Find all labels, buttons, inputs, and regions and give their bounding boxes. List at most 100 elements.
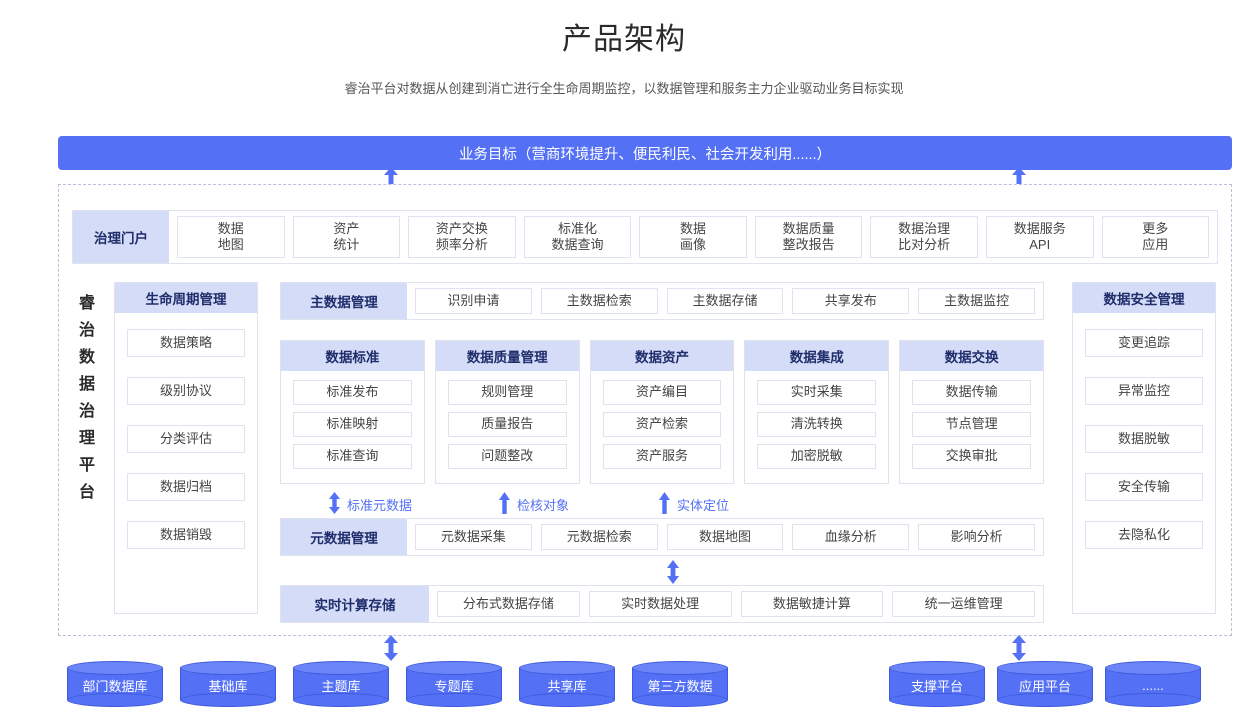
vertical-char: 治: [78, 322, 95, 339]
up-arrow-icon: [498, 492, 511, 517]
capability-group-data-asset: 数据资产 资产编目 资产检索 资产服务: [589, 340, 735, 484]
master-data-items: 识别申请 主数据检索 主数据存储 共享发布 主数据监控: [407, 283, 1043, 319]
metadata-item[interactable]: 元数据采集: [415, 524, 532, 550]
metadata-item[interactable]: 血缘分析: [792, 524, 910, 550]
realtime-item[interactable]: 实时数据处理: [588, 591, 732, 617]
master-data-item[interactable]: 主数据监控: [918, 288, 1035, 314]
governance-portal-items: 数据 地图 资产 统计 资产交换 频率分析 标准化 数据查询 数据 画像 数据质…: [169, 211, 1217, 263]
cylinder-top: [293, 661, 389, 675]
realtime-compute-label: 实时计算存储: [281, 586, 429, 622]
master-data-item[interactable]: 识别申请: [415, 288, 532, 314]
data-security-items: 变更追踪 异常监控 数据脱敏 安全传输 去隐私化: [1073, 313, 1215, 549]
security-item[interactable]: 去隐私化: [1085, 521, 1203, 549]
portal-item-line1: 数据服务: [1013, 220, 1066, 236]
security-item[interactable]: 安全传输: [1085, 473, 1203, 501]
metadata-panel: 元数据管理 元数据采集 元数据检索 数据地图 血缘分析 影响分析: [280, 518, 1044, 556]
group-item[interactable]: 质量报告: [447, 412, 567, 437]
arrow-metadata-to-realtime: [665, 560, 681, 584]
cylinder-label: ......: [1142, 677, 1164, 693]
portal-item[interactable]: 更多 应用: [1101, 216, 1210, 258]
portal-item[interactable]: 标准化 数据查询: [523, 216, 632, 258]
flow-label-audit-object: 检核对象: [498, 492, 569, 517]
vertical-char: 治: [78, 403, 95, 420]
portal-item-line2: 统计: [333, 237, 360, 252]
cylinder-top: [889, 661, 985, 675]
portal-item-line1: 数据: [680, 220, 707, 236]
group-item[interactable]: 实时采集: [757, 380, 877, 405]
realtime-item[interactable]: 统一运维管理: [892, 591, 1035, 617]
page-title: 产品架构: [562, 23, 686, 56]
metadata-item[interactable]: 数据地图: [666, 524, 784, 550]
metadata-item[interactable]: 元数据检索: [540, 524, 658, 550]
portal-item[interactable]: 资产交换 频率分析: [408, 216, 516, 258]
master-data-item[interactable]: 主数据存储: [666, 288, 784, 314]
data-source-cylinder[interactable]: 基础库: [180, 661, 276, 707]
portal-item-line1: 数据: [217, 220, 244, 236]
portal-item[interactable]: 数据 地图: [177, 216, 285, 258]
flow-label-entity-location: 实体定位: [658, 492, 729, 517]
vertical-char: 据: [78, 376, 95, 393]
double-arrow-icon: [328, 492, 341, 517]
lifecycle-item[interactable]: 数据销毁: [127, 521, 245, 549]
group-items: 资产编目 资产检索 资产服务: [591, 371, 734, 469]
master-data-item[interactable]: 主数据检索: [540, 288, 658, 314]
security-item[interactable]: 变更追踪: [1085, 329, 1203, 357]
vertical-char: 数: [78, 349, 95, 366]
group-items: 数据传输 节点管理 交换审批: [900, 371, 1043, 469]
cylinder-bottom: [406, 693, 502, 707]
portal-item-line2: 频率分析: [435, 237, 488, 252]
platform-consumer-cylinder[interactable]: 应用平台: [997, 661, 1093, 707]
group-item[interactable]: 规则管理: [447, 380, 567, 405]
up-arrow-icon: [658, 492, 671, 517]
group-item[interactable]: 交换审批: [912, 444, 1031, 469]
realtime-item[interactable]: 分布式数据存储: [437, 591, 580, 617]
group-item[interactable]: 清洗转换: [757, 412, 877, 437]
group-header: 数据集成: [745, 341, 889, 371]
group-item[interactable]: 节点管理: [912, 412, 1031, 437]
portal-item[interactable]: 数据服务 API: [985, 216, 1094, 258]
cylinder-label: 第三方数据: [647, 678, 713, 694]
security-item[interactable]: 异常监控: [1085, 377, 1203, 405]
lifecycle-header: 生命周期管理: [115, 283, 257, 313]
data-source-cylinder[interactable]: 主题库: [293, 661, 389, 707]
data-source-cylinder[interactable]: 部门数据库: [67, 661, 163, 707]
master-data-item[interactable]: 共享发布: [792, 288, 910, 314]
portal-item[interactable]: 数据治理 比对分析: [870, 216, 978, 258]
group-item[interactable]: 标准映射: [293, 412, 412, 437]
lifecycle-item[interactable]: 数据归档: [127, 473, 245, 501]
portal-item[interactable]: 数据 画像: [639, 216, 747, 258]
portal-item[interactable]: 数据质量 整改报告: [754, 216, 863, 258]
page-subtitle: 睿治平台对数据从创建到消亡进行全生命周期监控，以数据管理和服务主力企业驱动业务目…: [344, 81, 904, 96]
metadata-item[interactable]: 影响分析: [918, 524, 1035, 550]
group-item[interactable]: 数据传输: [912, 380, 1031, 405]
lifecycle-item[interactable]: 分类评估: [127, 425, 245, 453]
master-data-panel: 主数据管理 识别申请 主数据检索 主数据存储 共享发布 主数据监控: [280, 282, 1044, 320]
data-source-cylinder[interactable]: 专题库: [406, 661, 502, 707]
vertical-char: 睿: [78, 295, 95, 312]
data-source-cylinder[interactable]: 共享库: [519, 661, 615, 707]
group-items: 实时采集 清洗转换 加密脱敏: [745, 371, 888, 469]
group-item[interactable]: 问题整改: [447, 444, 567, 469]
group-item[interactable]: 标准查询: [293, 444, 412, 469]
platform-consumer-cylinder[interactable]: ......: [1105, 661, 1201, 707]
cylinder-bottom: [180, 693, 276, 707]
portal-item-line1: 资产交换: [435, 220, 488, 236]
group-header: 数据资产: [590, 341, 734, 371]
realtime-item[interactable]: 数据敏捷计算: [740, 591, 884, 617]
data-source-cylinder[interactable]: 第三方数据: [632, 661, 728, 707]
portal-item[interactable]: 资产 统计: [292, 216, 401, 258]
group-item[interactable]: 加密脱敏: [757, 444, 877, 469]
group-item[interactable]: 资产检索: [602, 412, 722, 437]
platform-consumer-cylinder[interactable]: 支撑平台: [889, 661, 985, 707]
group-item[interactable]: 资产服务: [602, 444, 722, 469]
lifecycle-item[interactable]: 数据策略: [127, 329, 245, 357]
lifecycle-item[interactable]: 级别协议: [127, 377, 245, 405]
security-item[interactable]: 数据脱敏: [1085, 425, 1203, 453]
cylinder-bottom: [632, 693, 728, 707]
data-security-header: 数据安全管理: [1073, 283, 1215, 313]
group-item[interactable]: 标准发布: [293, 380, 412, 405]
portal-item-line2: 比对分析: [898, 237, 951, 252]
flow-label-standard-metadata: 标准元数据: [328, 492, 412, 517]
group-item[interactable]: 资产编目: [602, 380, 722, 405]
